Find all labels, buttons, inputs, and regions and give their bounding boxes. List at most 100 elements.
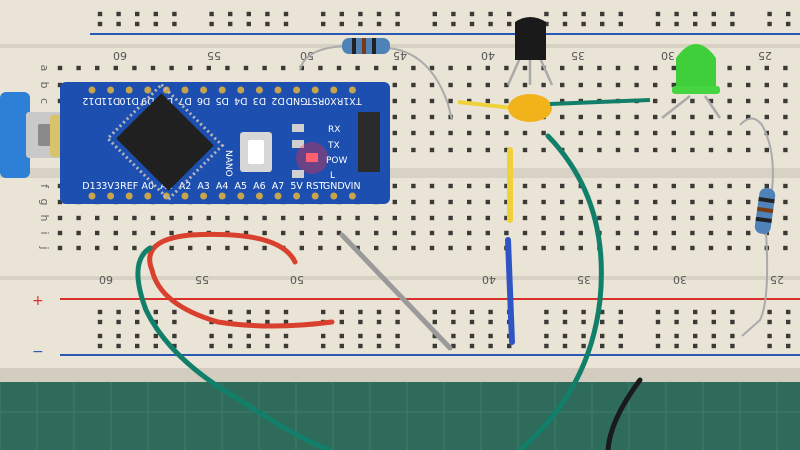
- rail-hole: [711, 343, 716, 349]
- rail-hole: [172, 21, 177, 27]
- transistor-body: [515, 17, 546, 60]
- rail-hole: [786, 343, 791, 349]
- hole: [504, 199, 509, 205]
- hole: [448, 130, 453, 136]
- hole: [746, 82, 751, 88]
- hole: [318, 230, 323, 236]
- hole: [243, 65, 249, 71]
- hole: [467, 65, 472, 71]
- rail-hole: [376, 333, 382, 339]
- hole: [671, 65, 676, 71]
- row-letter: g: [38, 199, 51, 206]
- header-pin: [237, 192, 245, 200]
- hole: [597, 199, 602, 205]
- rail-hole: [135, 21, 140, 27]
- hole: [113, 230, 118, 236]
- hole: [206, 245, 211, 251]
- status-leds: RX TX POW L: [292, 124, 348, 181]
- hole: [429, 199, 435, 205]
- header-pin: [255, 86, 263, 94]
- rail-hole: [786, 319, 791, 325]
- rail-hole: [767, 309, 772, 315]
- hole: [485, 130, 490, 136]
- pin-label: A6: [253, 181, 266, 192]
- header-pin: [200, 86, 208, 94]
- hole: [671, 215, 676, 221]
- rail-hole: [693, 309, 698, 315]
- hole: [541, 199, 546, 205]
- hole: [746, 199, 751, 205]
- hole: [541, 245, 546, 251]
- rail-hole: [395, 21, 400, 27]
- chip-label: NANO: [223, 150, 233, 177]
- pin-label: D5: [216, 95, 229, 106]
- hole: [299, 245, 304, 251]
- hole: [448, 199, 453, 205]
- rail-hole: [228, 21, 233, 27]
- resistor-band: [372, 38, 376, 54]
- col-label: 55: [195, 273, 209, 286]
- pin-label: D11: [101, 95, 120, 106]
- green-jumper-wire-right: [517, 133, 604, 450]
- header-pin: [162, 86, 170, 94]
- nano-board: D12D11D10D9D8D7D6D5D4D3D2GNDRSTRX0TX1 D1…: [60, 82, 390, 204]
- hole: [411, 82, 416, 88]
- led-lead: [703, 95, 722, 119]
- rail-hole: [451, 333, 456, 339]
- pin-label: D4: [234, 95, 247, 106]
- row-letter: h: [38, 215, 51, 222]
- rail-hole: [562, 11, 568, 17]
- header-pin: [88, 192, 96, 200]
- nano-header-bottom: [88, 192, 356, 200]
- hole: [522, 199, 528, 205]
- rail-hole: [469, 309, 475, 315]
- hole: [355, 215, 360, 221]
- hole: [485, 245, 490, 251]
- rail-hole: [228, 343, 233, 349]
- rail-hole: [618, 309, 623, 315]
- col-label: 25: [758, 49, 772, 62]
- pin-label: D13: [82, 181, 101, 192]
- red-jumper-wire: [147, 231, 335, 329]
- led-dome: [676, 44, 716, 90]
- hole: [429, 130, 435, 136]
- rail-hole: [209, 309, 214, 315]
- rail-hole: [172, 343, 177, 349]
- hole: [615, 114, 621, 120]
- col-label: 25: [770, 273, 784, 286]
- hole: [188, 215, 193, 221]
- hole: [429, 230, 435, 236]
- rail-hole: [600, 343, 605, 349]
- rail-hole: [618, 319, 623, 325]
- led-label-pow: POW: [326, 156, 348, 166]
- rail-hole: [265, 333, 270, 339]
- hole: [76, 215, 81, 221]
- rail-hole: [358, 333, 363, 339]
- hole: [727, 114, 732, 120]
- hole: [746, 147, 751, 153]
- rail-hole: [711, 319, 716, 325]
- hole: [783, 98, 788, 104]
- hole: [708, 130, 714, 136]
- hole: [746, 65, 751, 71]
- rail-hole: [376, 21, 382, 27]
- hole: [467, 82, 472, 88]
- rail-hole: [618, 11, 623, 17]
- rail-minus-sign: −: [32, 344, 44, 360]
- rail-hole: [228, 11, 233, 17]
- col-label: 35: [571, 49, 585, 62]
- rail-hole: [488, 309, 493, 315]
- hole: [355, 230, 360, 236]
- rail-hole: [730, 333, 735, 339]
- pin-label: TX1: [343, 95, 362, 106]
- hole: [281, 230, 286, 236]
- hole: [708, 215, 714, 221]
- status-led-l: [292, 170, 304, 178]
- header-pin: [255, 192, 263, 200]
- reset-button-cap[interactable]: [248, 140, 264, 164]
- row-letter: c: [38, 98, 51, 104]
- rail-hole: [618, 343, 623, 349]
- hole: [336, 215, 342, 221]
- row-letter: j: [38, 245, 51, 249]
- rail-hole: [339, 319, 344, 325]
